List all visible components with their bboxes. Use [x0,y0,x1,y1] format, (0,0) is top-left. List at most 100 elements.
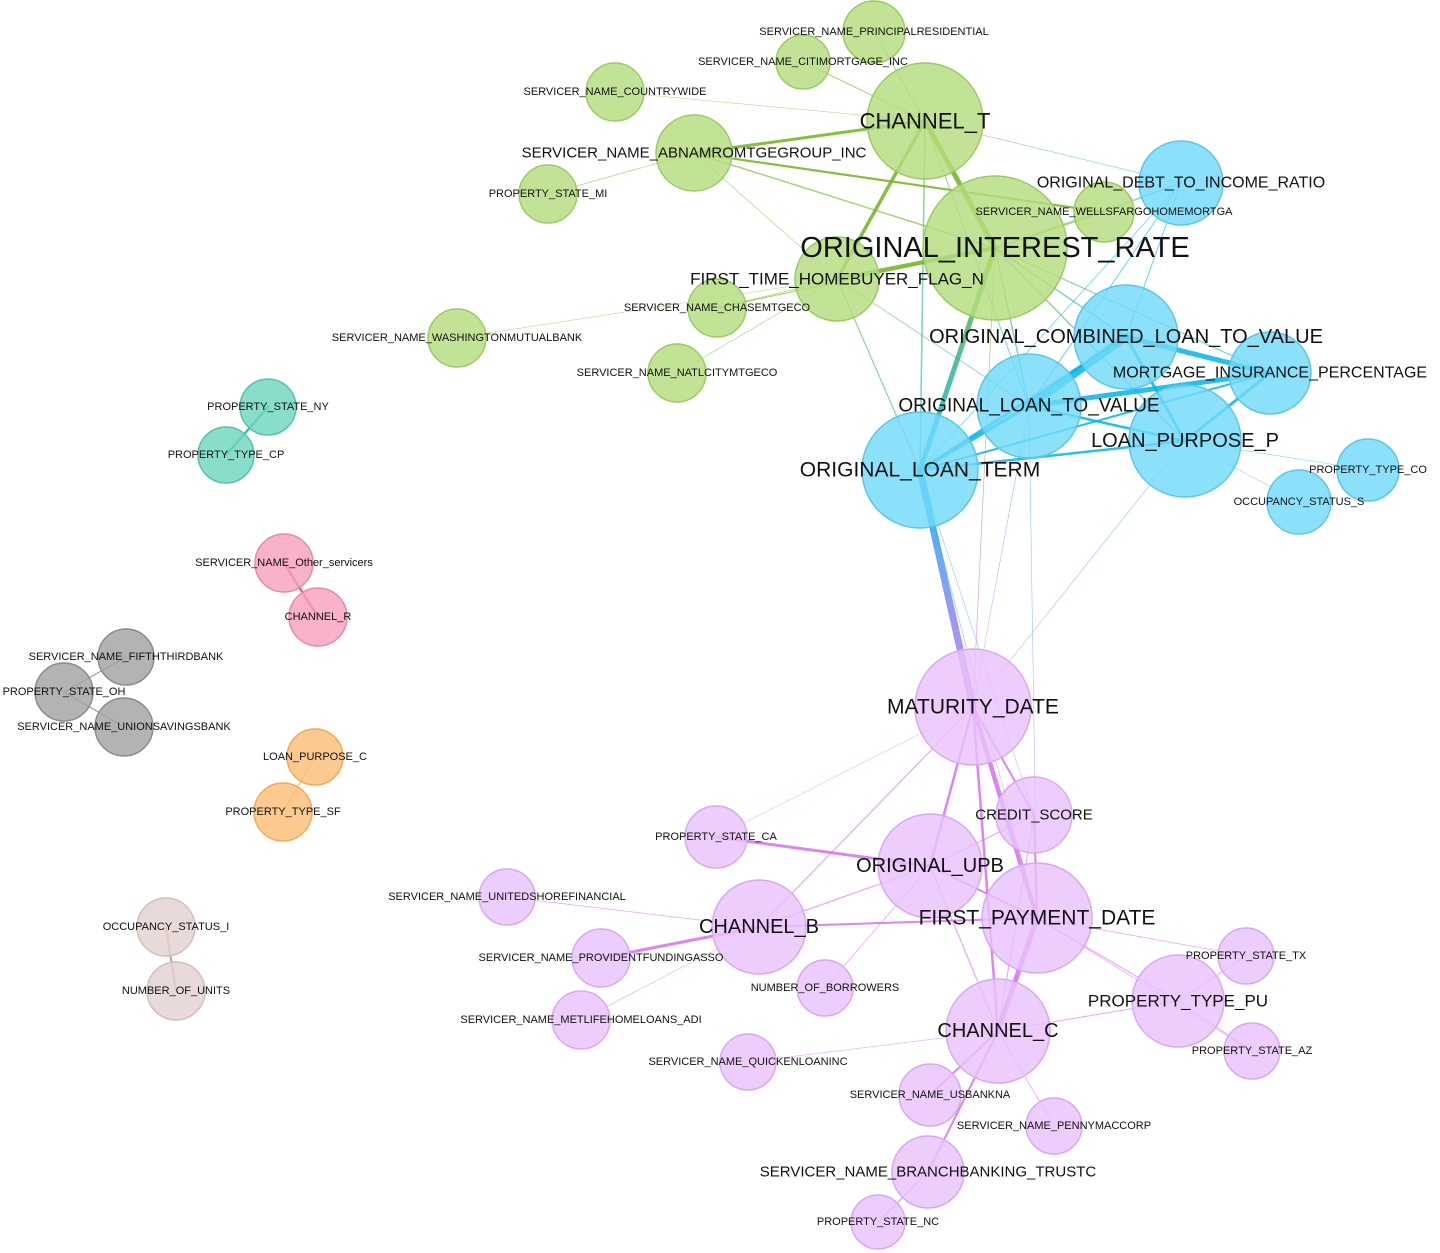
node-servicer-name-unitedshorefinancial[interactable] [478,868,536,926]
label-credit-score: CREDIT_SCORE [975,807,1093,824]
label-servicer-name-usbankna: SERVICER_NAME_USBANKNA [850,1089,1011,1101]
node-property-state-mi[interactable] [518,164,578,224]
label-property-state-nc: PROPERTY_STATE_NC [817,1216,939,1228]
label-servicer-name-principalresidential: SERVICER_NAME_PRINCIPALRESIDENTIAL [759,26,988,38]
node-servicer-name-natlcitymtgeco[interactable] [647,343,707,403]
label-servicer-name-countrywide: SERVICER_NAME_COUNTRYWIDE [524,86,707,98]
node-servicer-name-wellsfargohomemortga[interactable] [1073,181,1135,243]
label-loan-purpose-c: LOAN_PURPOSE_C [263,751,367,763]
node-first-payment-date[interactable] [981,862,1093,974]
node-original-interest-rate[interactable] [922,175,1068,321]
label-property-state-tx: PROPERTY_STATE_TX [1186,950,1307,962]
node-property-state-tx[interactable] [1217,927,1275,985]
label-servicer-name-chasemtgeco: SERVICER_NAME_CHASEMTGECO [624,302,811,314]
node-occupancy-status-i[interactable] [136,897,196,957]
node-original-debt-to-income-ratio[interactable] [1138,140,1224,226]
node-property-state-nc[interactable] [850,1194,906,1250]
node-servicer-name-quickenloaninc[interactable] [719,1033,777,1091]
edge-original-loan-term--credit-score [919,469,1035,816]
node-servicer-name-principalresidential[interactable] [842,0,906,64]
label-servicer-name-branchbanking-trustc: SERVICER_NAME_BRANCHBANKING_TRUSTC [760,1164,1097,1181]
node-number-of-units[interactable] [146,961,206,1021]
node-maturity-date[interactable] [914,648,1032,766]
label-channel-r: CHANNEL_R [285,611,352,623]
label-number-of-units: NUMBER_OF_UNITS [122,985,230,997]
label-servicer-name-abnamromtgegroup-inc: SERVICER_NAME_ABNAMROMTGEGROUP_INC [522,145,867,162]
node-servicer-name-abnamromtgegroup-inc[interactable] [655,114,733,192]
node-servicer-name-branchbanking-trustc[interactable] [891,1135,965,1209]
node-channel-r[interactable] [288,587,348,647]
node-property-state-ca[interactable] [684,805,748,869]
label-channel-t: CHANNEL_T [860,109,991,134]
label-original-upb: ORIGINAL_UPB [856,855,1004,877]
node-servicer-name-chasemtgeco[interactable] [687,278,747,338]
label-servicer-name-washingtonmutualbank: SERVICER_NAME_WASHINGTONMUTUALBANK [332,332,583,344]
label-channel-c: CHANNEL_C [937,1020,1058,1042]
node-number-of-borrowers[interactable] [796,959,854,1017]
node-original-loan-to-value[interactable] [976,353,1082,459]
node-servicer-name-other-servicers[interactable] [254,533,314,593]
node-channel-c[interactable] [945,978,1051,1084]
label-property-state-ny: PROPERTY_STATE_NY [207,401,329,413]
node-servicer-name-countrywide[interactable] [585,62,645,122]
edge-original-debt-to-income-ratio--original-loan-term [919,182,1182,471]
node-property-state-oh[interactable] [34,662,94,722]
node-original-loan-term[interactable] [861,411,979,529]
label-servicer-name-pennymaccorp: SERVICER_NAME_PENNYMACCORP [957,1120,1151,1132]
node-property-state-az[interactable] [1223,1022,1281,1080]
label-original-debt-to-income-ratio: ORIGINAL_DEBT_TO_INCOME_RATIO [1037,175,1325,192]
label-original-loan-to-value: ORIGINAL_LOAN_TO_VALUE [898,396,1159,417]
label-servicer-name-wellsfargohomemortga: SERVICER_NAME_WELLSFARGOHOMEMORTGA [976,206,1234,218]
label-servicer-name-metlifehomeloans-adi: SERVICER_NAME_METLIFEHOMELOANS_ADI [460,1014,701,1026]
node-servicer-name-citimortgage-inc[interactable] [775,34,831,90]
edge-first-time-homebuyer-flag-n--servicer-name-washingtonmutualbank [456,278,838,339]
node-servicer-name-providentfundingasso[interactable] [571,928,631,988]
label-occupancy-status-s: OCCUPANCY_STATUS_S [1234,496,1365,508]
label-layer: CHANNEL_TORIGINAL_INTEREST_RATEFIRST_TIM… [3,26,1428,1228]
node-servicer-name-usbankna[interactable] [898,1063,962,1127]
label-servicer-name-quickenloaninc: SERVICER_NAME_QUICKENLOANINC [648,1056,847,1068]
label-servicer-name-unionsavingsbank: SERVICER_NAME_UNIONSAVINGSBANK [17,721,231,733]
node-property-type-co[interactable] [1336,438,1400,502]
label-property-type-pu: PROPERTY_TYPE_PU [1088,992,1268,1011]
label-property-state-mi: PROPERTY_STATE_MI [489,188,608,200]
node-property-type-sf[interactable] [253,782,313,842]
node-channel-b[interactable] [711,879,807,975]
label-servicer-name-fifththirdbank: SERVICER_NAME_FIFTHTHIRDBANK [29,651,224,663]
node-servicer-name-metlifehomeloans-adi[interactable] [551,990,611,1050]
label-mortgage-insurance-percentage: MORTGAGE_INSURANCE_PERCENTAGE [1113,365,1427,382]
node-servicer-name-unionsavingsbank[interactable] [94,697,154,757]
node-mortgage-insurance-percentage[interactable] [1228,331,1312,415]
node-property-state-ny[interactable] [239,378,297,436]
label-servicer-name-natlcitymtgeco: SERVICER_NAME_NATLCITYMTGECO [577,367,778,379]
label-channel-b: CHANNEL_B [699,916,819,938]
edge-mortgage-insurance-percentage--original-loan-term [919,372,1271,471]
label-property-state-az: PROPERTY_STATE_AZ [1192,1045,1313,1057]
node-loan-purpose-c[interactable] [286,728,344,786]
node-loan-purpose-p[interactable] [1128,384,1242,498]
label-servicer-name-other-servicers: SERVICER_NAME_Other_servicers [195,557,373,569]
node-original-upb[interactable] [877,813,983,919]
node-channel-t[interactable] [866,62,984,180]
node-servicer-name-pennymaccorp[interactable] [1025,1097,1083,1155]
label-original-loan-term: ORIGINAL_LOAN_TERM [800,459,1040,482]
node-layer [34,0,1400,1250]
label-occupancy-status-i: OCCUPANCY_STATUS_I [103,921,230,933]
node-first-time-homebuyer-flag-n[interactable] [794,236,880,322]
node-original-combined-loan-to-value[interactable] [1073,284,1179,390]
node-property-type-cp[interactable] [197,426,255,484]
node-servicer-name-washingtonmutualbank[interactable] [427,308,487,368]
label-servicer-name-unitedshorefinancial: SERVICER_NAME_UNITEDSHOREFINANCIAL [388,891,626,903]
node-property-type-pu[interactable] [1131,954,1225,1048]
node-servicer-name-fifththirdbank[interactable] [97,628,155,686]
label-number-of-borrowers: NUMBER_OF_BORROWERS [751,982,900,994]
label-loan-purpose-p: LOAN_PURPOSE_P [1091,430,1279,452]
node-credit-score[interactable] [995,776,1073,854]
label-property-type-co: PROPERTY_TYPE_CO [1309,464,1427,476]
label-servicer-name-citimortgage-inc: SERVICER_NAME_CITIMORTGAGE_INC [698,56,908,68]
label-first-payment-date: FIRST_PAYMENT_DATE [919,907,1156,930]
node-occupancy-status-s[interactable] [1266,469,1332,535]
label-maturity-date: MATURITY_DATE [887,696,1059,719]
label-property-type-sf: PROPERTY_TYPE_SF [225,806,341,818]
